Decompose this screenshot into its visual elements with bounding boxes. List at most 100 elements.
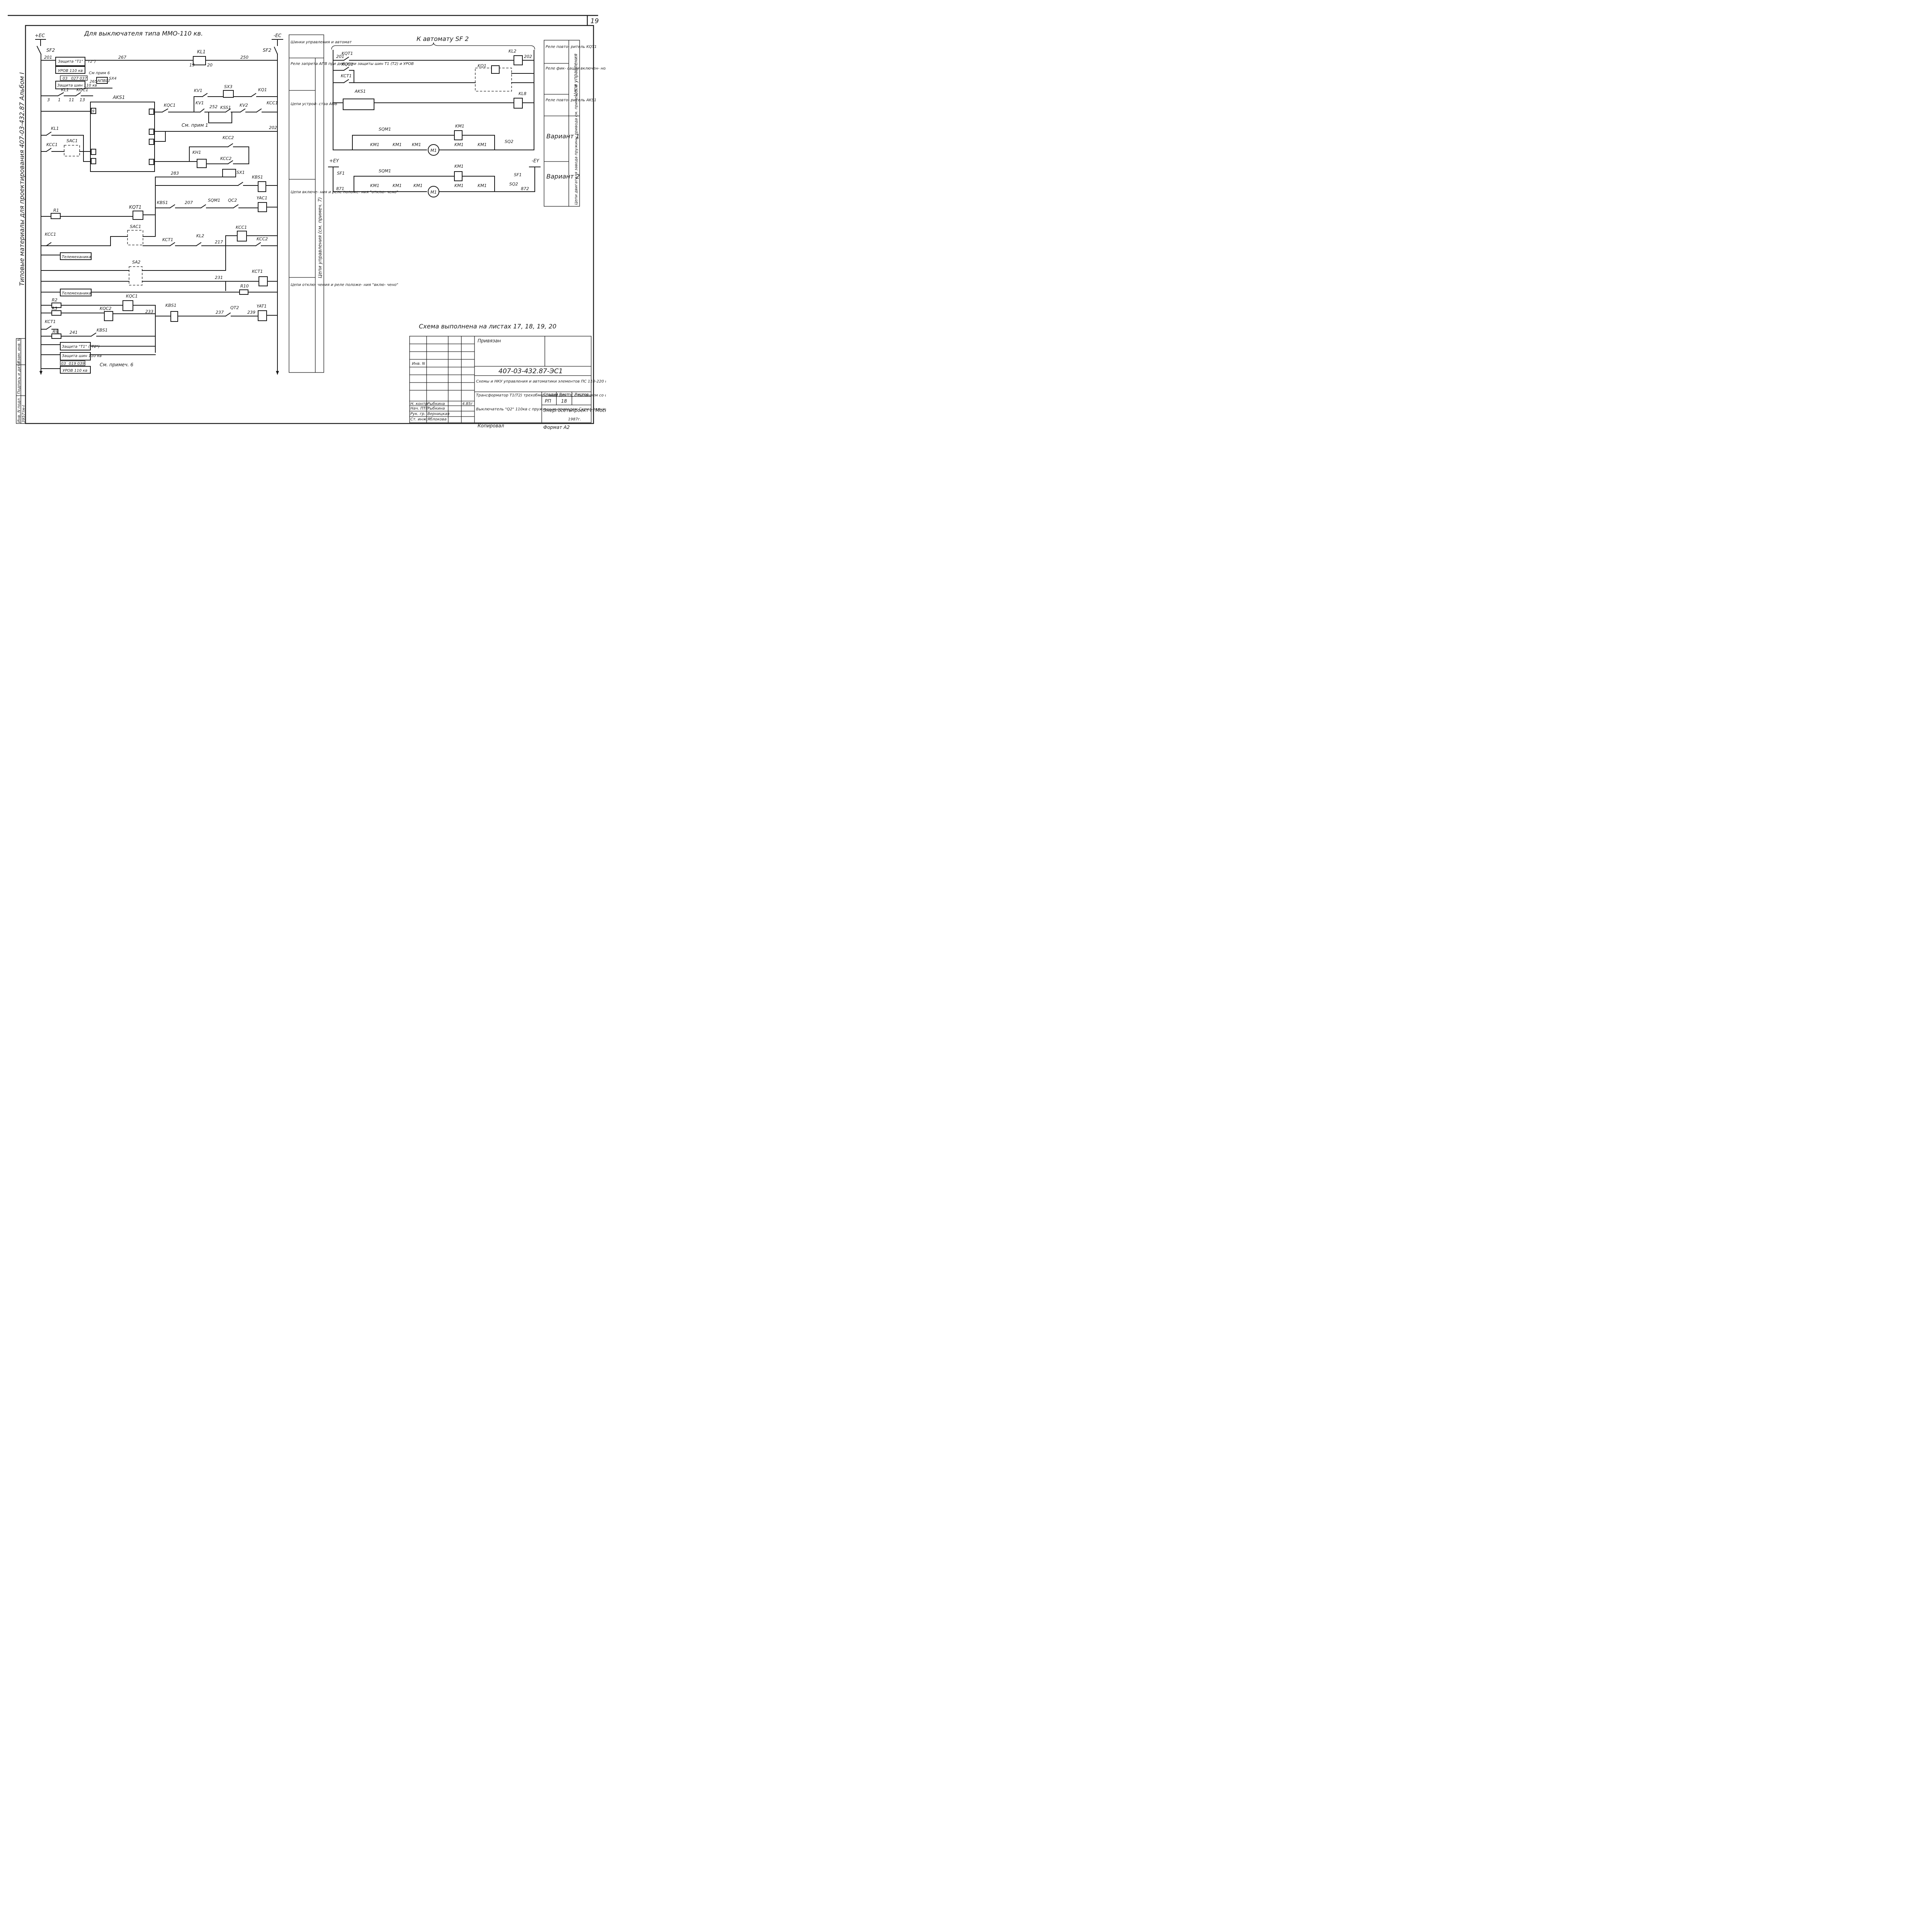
side-column: Шинки управления и автомат Реле запрета … (289, 34, 414, 373)
rung-r9: KCT1 R9 241 KBS1 (41, 319, 156, 339)
svg-text:283: 283 (171, 171, 179, 176)
tb-doc-code: 407-03-432.87-ЭС1 (498, 367, 563, 375)
stamp-signature: Подпись и дата (17, 362, 21, 394)
svg-text:11: 11 (69, 97, 74, 102)
rung-202: 202 (153, 125, 278, 142)
svg-text:20: 20 (207, 63, 213, 68)
svg-text:KL8: KL8 (519, 91, 526, 96)
bus-plus-ec: +EC SF2 (35, 33, 55, 375)
svg-text:KL1: KL1 (51, 126, 59, 131)
svg-text:SQM1: SQM1 (208, 198, 220, 203)
rung-telemech-2: Телемеханика R10 (41, 284, 278, 296)
svg-text:KM1: KM1 (454, 164, 464, 169)
tb-sheet-label: Лист (558, 393, 569, 397)
svg-text:KV2: KV2 (240, 103, 248, 108)
svg-text:SF1: SF1 (514, 172, 522, 177)
right-column: Реле повто- ритель KQT1 Реле фик- сации … (544, 40, 606, 207)
svg-text:AKS1: AKS1 (112, 95, 125, 100)
svg-text:+EY: +EY (329, 158, 340, 163)
svg-text:SQ2: SQ2 (509, 182, 518, 187)
tb-description: Схемы и НКУ управления и автоматики элем… (476, 379, 606, 384)
svg-text:KQC1: KQC1 (126, 294, 138, 299)
svg-text:KCC1: KCC1 (267, 100, 278, 105)
svg-text:SQM1: SQM1 (379, 168, 391, 173)
svg-text:KBS1: KBS1 (165, 303, 177, 308)
svg-text:SQM1: SQM1 (379, 127, 391, 132)
right-item-2: Реле повто- ритель AKS1 (546, 98, 597, 102)
left-stamp: Взам. инв. N Подпись и дата Инв. N подл.… (16, 338, 26, 424)
svg-text:R10: R10 (240, 284, 249, 289)
svg-text:M1: M1 (430, 190, 437, 195)
svg-text:KM1: KM1 (478, 142, 487, 147)
svg-text:KM1: KM1 (454, 142, 464, 147)
svg-text:9: 9 (92, 109, 94, 114)
svg-text:Защита "T1" ("T2"): Защита "T1" ("T2") (58, 60, 96, 64)
relay-aks1: AKS1 9 (41, 95, 155, 172)
svg-text:872: 872 (521, 186, 529, 191)
svg-text:Рук. гр.: Рук. гр. (410, 412, 425, 416)
svg-text:217: 217 (215, 240, 223, 245)
left-margin-text: Типовые материалы для проектирования 407… (18, 72, 26, 286)
apvsh-label: АПВШ (97, 79, 110, 83)
rung-telemech-1: Телемеханика (41, 252, 92, 260)
svg-text:KCC2: KCC2 (220, 156, 231, 161)
svg-text:KM1: KM1 (370, 142, 379, 147)
svg-text:KBS1: KBS1 (252, 175, 263, 180)
svg-text:KQC2: KQC2 (100, 306, 112, 311)
svg-text:252: 252 (209, 104, 218, 109)
right-item-0: Реле повто- ритель KQT1 (546, 45, 597, 49)
svg-text:KM1: KM1 (412, 142, 421, 147)
svg-text:KCT1: KCT1 (162, 237, 173, 242)
svg-text:К автомату SF 2: К автомату SF 2 (417, 35, 469, 43)
svg-text:R9: R9 (53, 329, 58, 334)
svg-text:03: 03 (63, 77, 68, 81)
svg-text:241: 241 (70, 330, 78, 335)
svg-text:KL1: KL1 (61, 87, 69, 92)
svg-text:KV1: KV1 (196, 100, 204, 105)
rung-yac1: KBS1 207 SQM1 QC2 YAC1 (155, 196, 278, 212)
side-vertical: Цепи управления (см. примеч. 7) (317, 197, 323, 278)
coil-kl1: KL1 (197, 49, 206, 54)
svg-text:KQC1: KQC1 (77, 87, 88, 92)
right-vertical-a: Цепи управления (573, 54, 578, 97)
rung-r1-kqt1: R1 KQT1 (41, 204, 156, 220)
tb-transformer: Трансформатор Т1(Т2) трехобмоточный для … (476, 393, 606, 398)
svg-text:KL2: KL2 (196, 233, 204, 238)
svg-text:SX1: SX1 (236, 170, 245, 175)
protection-boxes-bottom: Защита "T1" ("T2") Защита шин 110 кв 03 … (41, 342, 156, 374)
svg-text:AKS1: AKS1 (354, 89, 366, 94)
svg-text:237: 237 (216, 310, 224, 315)
svg-text:См. прим 1: См. прим 1 (182, 122, 208, 128)
svg-text:Рыбкина: Рыбкина (427, 401, 445, 406)
svg-text:233: 233 (145, 309, 153, 314)
svg-text:Рыбкина: Рыбкина (427, 406, 445, 411)
stamp-invent: Инв. N подл. (17, 397, 21, 423)
svg-text:KQC1: KQC1 (164, 103, 176, 108)
svg-text:KCT1: KCT1 (45, 319, 56, 324)
tb-stage: РП (545, 398, 551, 404)
stamp-invent-value: 3957тм-I (22, 405, 26, 423)
svg-text:202: 202 (524, 54, 532, 59)
page-number: 19 (590, 17, 599, 25)
svg-text:KM1: KM1 (455, 124, 464, 129)
svg-text:KBS1: KBS1 (97, 328, 108, 333)
svg-text:KH1: KH1 (192, 150, 201, 155)
svg-text:KM1: KM1 (454, 183, 464, 188)
rung-sac1: KL1 KCC1 SAC1 (41, 126, 92, 162)
svg-text:KM1: KM1 (370, 183, 379, 188)
tb-kopiroval: Копировал (478, 423, 504, 429)
svg-text:KV1: KV1 (194, 88, 202, 93)
svg-text:KQ1: KQ1 (478, 63, 486, 68)
svg-text:Верницкая: Верницкая (427, 412, 449, 416)
svg-text:KSS1: KSS1 (220, 105, 231, 110)
svg-text:KCC1: KCC1 (236, 225, 247, 230)
svg-text:-EY: -EY (532, 158, 540, 163)
svg-text:УРОВ 110 кв: УРОВ 110 кв (58, 69, 83, 73)
rung-trip: R2 KQC1 R3 KQC2 233 KBS1 237 QT2 239 YAT… (41, 294, 278, 353)
bus-minus-ec: -EC SF2 (263, 33, 283, 375)
svg-text:SF2: SF2 (46, 48, 55, 53)
svg-text:R2: R2 (52, 298, 58, 303)
svg-text:KQ1: KQ1 (258, 87, 267, 92)
svg-text:KCC2: KCC2 (223, 135, 234, 140)
side-item-3: Цепи включе- ния и реле положе- ния "отк… (291, 190, 398, 194)
